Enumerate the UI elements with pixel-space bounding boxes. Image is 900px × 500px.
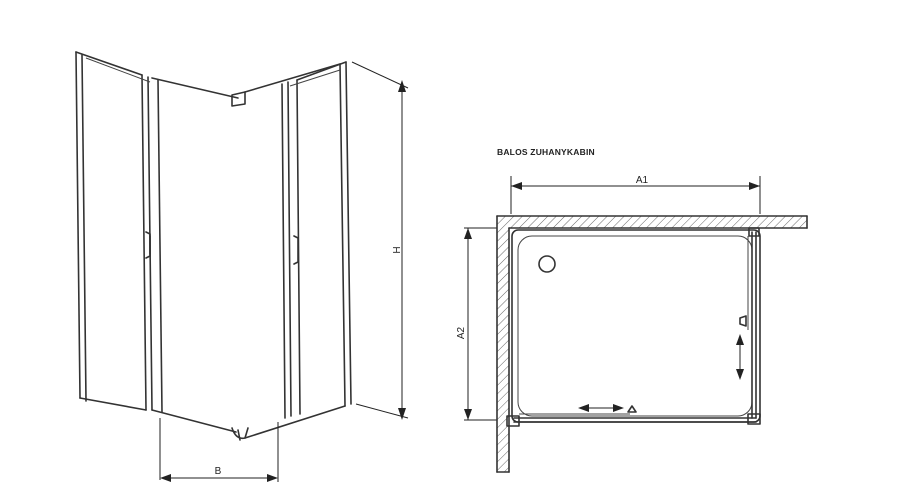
width-dimension-a2: A2 [456,227,497,421]
slide-direction-arrows [578,334,744,412]
width-dimension-a1: A1 [510,175,761,214]
perspective-view: H B [75,51,409,482]
depth-label: B [215,466,222,477]
left-sliding-door [85,57,239,433]
depth-dimension: B [159,418,279,482]
front-handle [627,405,637,413]
wall-hatching [496,215,808,473]
right-door-handle [293,235,299,265]
shower-tray [511,229,761,423]
enclosure-frame [506,227,761,427]
left-panel [75,51,153,411]
left-door-handle [145,231,151,259]
width-a1-label: A1 [636,175,649,186]
plan-title: BALOS ZUHANYKABIN [497,147,595,157]
right-panel [289,61,352,415]
right-sliding-door [244,63,346,439]
height-label: H [392,246,403,253]
height-dimension: H [351,61,409,420]
corner-post [231,91,249,441]
drain-icon [538,255,556,273]
width-a2-label: A2 [456,326,467,339]
plan-view: BALOS ZUHANYKABIN A1 A2 [456,147,808,473]
side-handle [739,315,747,327]
